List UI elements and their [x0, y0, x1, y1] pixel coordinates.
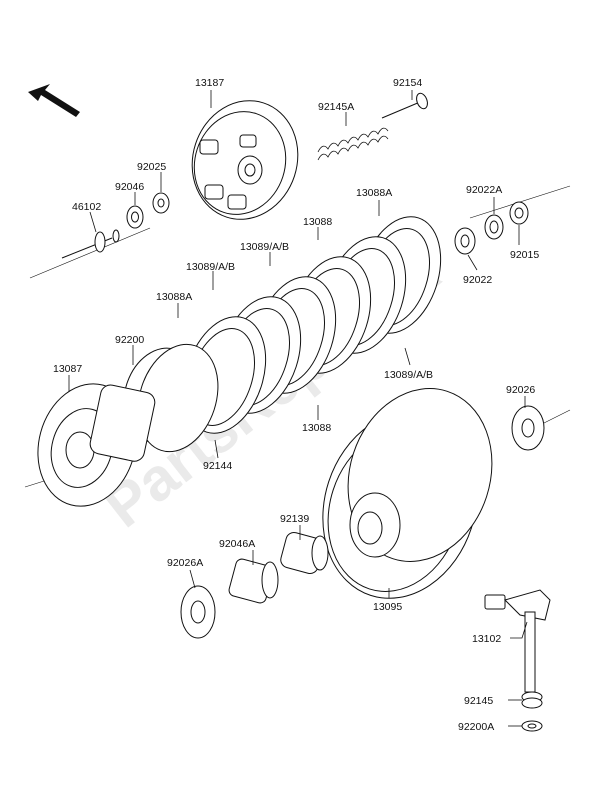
label-13102: 13102 — [472, 633, 501, 645]
washer-92026A-part — [180, 585, 216, 639]
label-92026A: 92026A — [167, 557, 203, 569]
clutch-housing-13095-part — [322, 388, 493, 599]
label-13087: 13087 — [53, 363, 82, 375]
washer-92200A-part — [521, 720, 543, 732]
washer-92022-part — [454, 227, 476, 255]
label-92022A: 92022A — [466, 184, 502, 196]
label-92025: 92025 — [137, 161, 166, 173]
label-92200A: 92200A — [458, 721, 494, 733]
label-92139: 92139 — [280, 513, 309, 525]
clutch-hub-13087-part — [37, 383, 156, 507]
label-13089AB-mid: 13089/A/B — [186, 261, 235, 273]
spring-part — [317, 127, 389, 161]
label-92200: 92200 — [115, 334, 144, 346]
washer-92026-part — [511, 405, 545, 451]
release-shaft-13102-part — [484, 589, 551, 693]
nut-92015-part — [509, 201, 529, 225]
label-13187: 13187 — [195, 77, 224, 89]
part-labels: 13187 92154 92145A 92025 92046 46102 130… — [53, 77, 539, 733]
label-13089AB-right: 13089/A/B — [384, 369, 433, 381]
pressure-plate-part — [191, 100, 299, 220]
label-13095: 13095 — [373, 601, 402, 613]
label-13088-top: 13088 — [303, 216, 332, 228]
label-92144: 92144 — [203, 460, 232, 472]
bolt-part — [381, 92, 428, 119]
sleeve-92139-part — [280, 531, 329, 575]
washer-92022A-part — [484, 214, 504, 240]
label-92046A: 92046A — [219, 538, 255, 550]
label-13088A-top: 13088A — [356, 187, 392, 199]
bearing-92046-part — [126, 205, 144, 229]
label-92145A: 92145A — [318, 101, 354, 113]
label-92046: 92046 — [115, 181, 144, 193]
leader-lines — [68, 90, 528, 727]
label-13088A-left: 13088A — [156, 291, 192, 303]
spring-92145-part — [521, 691, 543, 709]
label-13088-bottom: 13088 — [302, 422, 331, 434]
pushrod-46102-part — [61, 229, 120, 259]
label-13089AB-top: 13089/A/B — [240, 241, 289, 253]
front-direction-arrow — [28, 84, 80, 117]
label-92026: 92026 — [506, 384, 535, 396]
label-46102: 46102 — [72, 201, 101, 213]
label-92022: 92022 — [463, 274, 492, 286]
label-92145: 92145 — [464, 695, 493, 707]
label-92154: 92154 — [393, 77, 422, 89]
label-92015: 92015 — [510, 249, 539, 261]
washer-92025-part — [152, 192, 170, 214]
needle-bearing-92046A-part — [228, 558, 279, 604]
